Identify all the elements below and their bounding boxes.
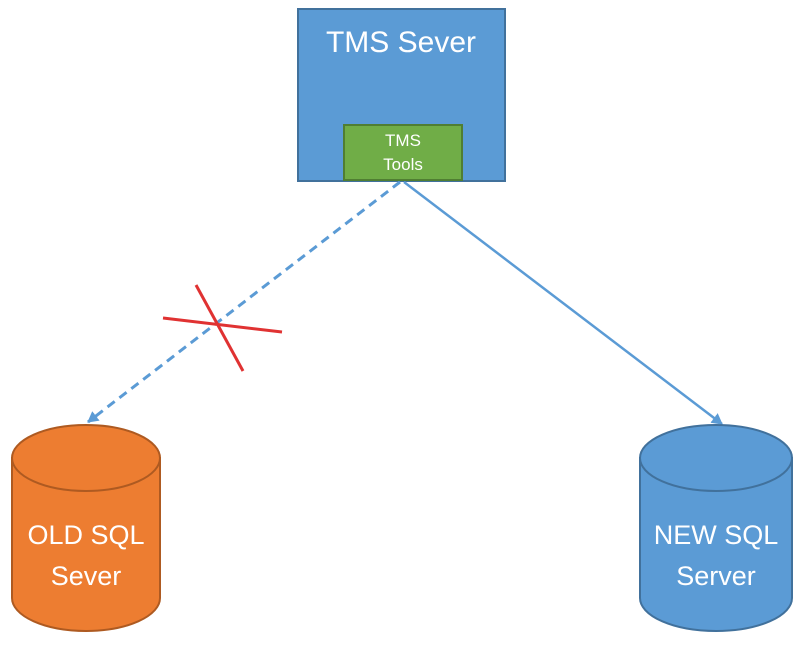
tms-tools-label-line1: TMS [385, 131, 421, 150]
tms-server-title: TMS Sever [326, 26, 476, 59]
new-sql-label-line2: Server [676, 561, 756, 591]
connector-to-old-sql [87, 180, 401, 424]
old-sql-label-line2: Sever [51, 561, 122, 591]
blocked-cross-icon [162, 284, 283, 372]
tms-tools-node: TMS Tools [343, 124, 463, 181]
new-sql-server-node: NEW SQL Server [639, 424, 793, 632]
old-sql-cylinder-body [11, 457, 161, 632]
tms-tools-label-line2: Tools [383, 155, 423, 174]
tms-tools-box [343, 124, 463, 181]
new-sql-cylinder-body [639, 457, 793, 632]
new-sql-label-line1: NEW SQL [654, 520, 779, 550]
new-sql-cylinder-top [639, 424, 793, 492]
old-sql-label-line1: OLD SQL [27, 520, 144, 550]
connector-to-new-sql [403, 181, 723, 425]
old-sql-cylinder-top [11, 424, 161, 492]
old-sql-server-node: OLD SQL Sever [11, 424, 161, 632]
